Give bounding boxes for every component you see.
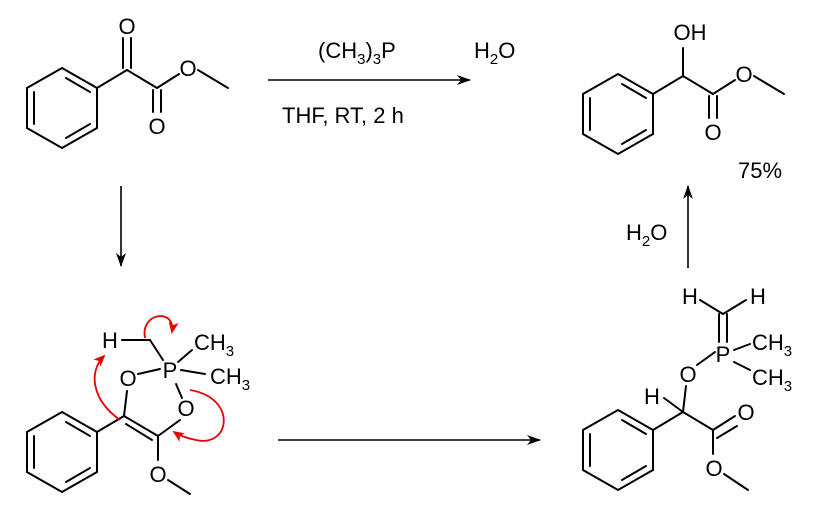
transferring-hydrogen-label: H [102,328,118,353]
methyl-top-label: CH3 [194,330,234,360]
mechanism-arrow-po-bond [172,389,225,442]
alpha-hydrogen-label: H [644,384,660,409]
product: OH O O 75% [582,20,785,183]
product-ester-oxygen-label: O [735,62,752,87]
methoxy-oxygen-label: O [149,462,166,487]
mechanism-arrow-ch-bond [143,315,179,339]
hydrolysis-arrow: H2O [626,185,693,268]
yield-label: 75% [738,158,782,183]
ester-oxygen-label: O [179,56,196,81]
ketone-oxygen-label: O [118,14,135,39]
ester-carbonyl-oxygen-label: O [148,114,165,139]
hydroxyl-label: OH [674,20,707,45]
product-carbonyl-oxygen-label: O [704,120,721,145]
top-reaction-arrow: (CH3)3P H2O THF, RT, 2 h [268,38,515,128]
mechanism-arrow-to-hydrogen [93,354,121,421]
ylide-intermediate: H O P H H CH3 CH3 O O [582,284,792,492]
phosphorus-label: P [163,358,178,383]
methyl-right-label: CH3 [210,364,250,394]
trimethylphosphine-label: (CH3)3P [318,38,396,68]
ether-oxygen-label: O [679,362,696,387]
conditions-label: THF, RT, 2 h [282,103,404,128]
water-label-right: H2O [626,220,667,250]
ring-oxygen-right-label: O [177,396,194,421]
methylene-hydrogen-right-label: H [750,284,766,309]
ylide-methyl-top-label: CH3 [752,330,792,360]
water-label-top: H2O [474,38,515,68]
starting-material: O O O [26,14,229,150]
ylide-phosphorus-label: P [716,342,731,367]
ylide-methyl-bottom-label: CH3 [752,365,792,395]
methylene-hydrogen-left-label: H [682,284,698,309]
ring-oxygen-left-label: O [119,366,136,391]
ylide-carbonyl-oxygen-label: O [737,400,754,425]
dioxaphospholene-intermediate: O P O O CH3 CH3 H [26,315,250,495]
ylide-ester-oxygen-label: O [705,456,722,481]
